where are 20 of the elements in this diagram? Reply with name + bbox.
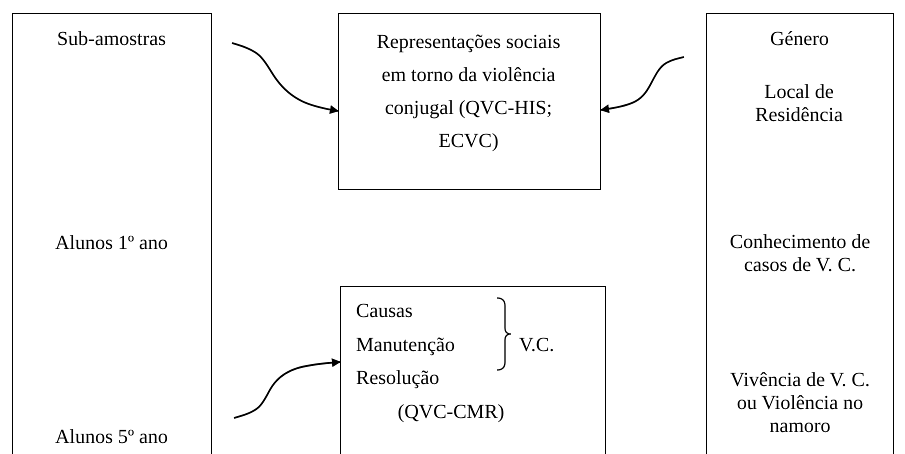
node-text: (QVC-CMR): [396, 401, 506, 424]
node-text: Sub-amostras: [56, 28, 167, 51]
node-text: Resolução: [356, 367, 440, 390]
node-text: Conhecimento de casos de V. C.: [728, 231, 872, 277]
node-text: Local de Residência: [754, 81, 844, 127]
curved-arrow: [234, 358, 341, 419]
outcome-box: [340, 286, 606, 454]
node-text: Causas: [356, 300, 414, 323]
node-text: Representações sociais em torno da violência conjugal (QVC-HIS; ECVC): [376, 30, 561, 154]
curved-arrow: [232, 42, 339, 114]
sample-panel: [12, 13, 212, 454]
node-text: Manutenção: [356, 334, 456, 357]
variables-panel: [706, 13, 894, 454]
outcome-box: [338, 13, 601, 190]
node-text: V.C.: [519, 334, 556, 357]
node-text: Género: [769, 28, 830, 51]
node-text: Vivência de V. C. ou Violência no namoro: [729, 369, 871, 438]
node-text: Alunos 5º ano: [54, 426, 169, 449]
node-text: Alunos 1º ano: [54, 232, 169, 255]
curved-arrow: [600, 56, 684, 114]
